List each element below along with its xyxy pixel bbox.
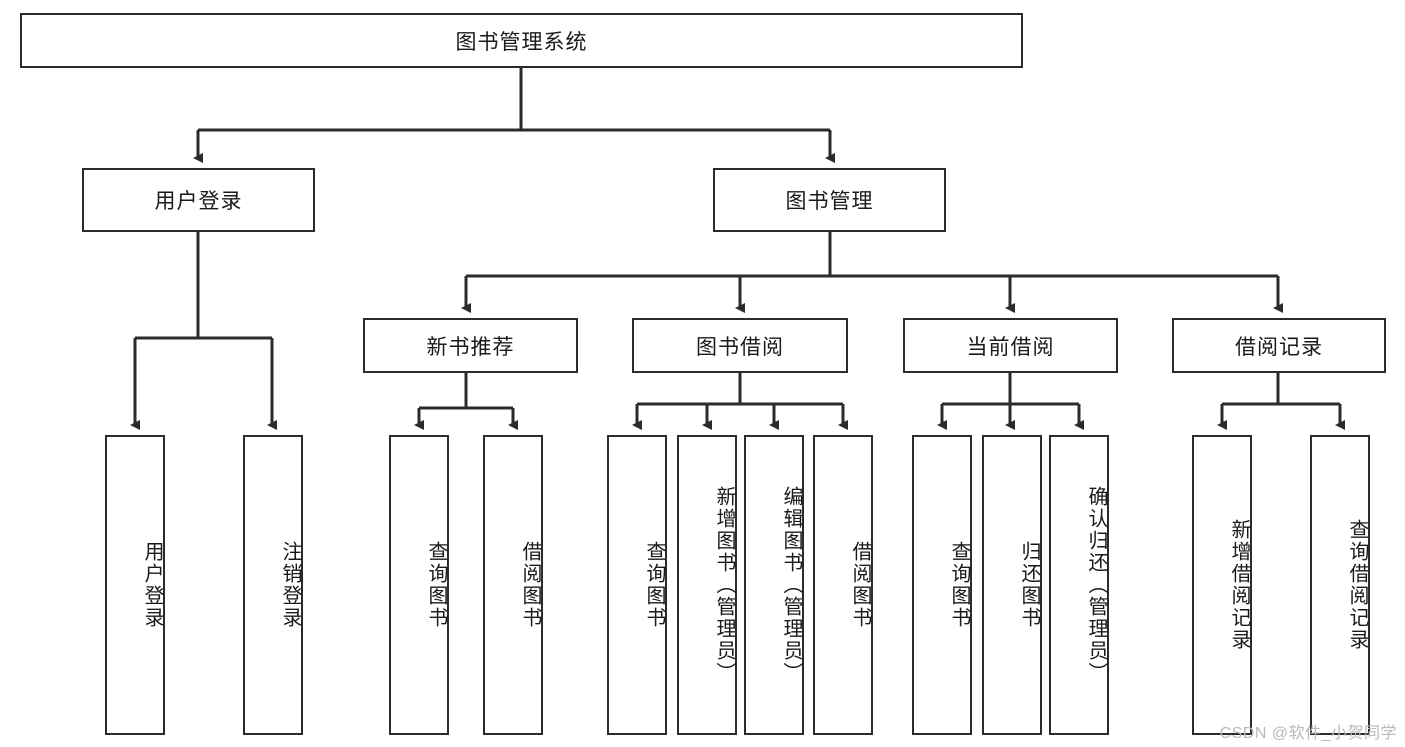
node-label: 归还图书 [1018,541,1040,629]
node-label: 借阅记录 [1235,335,1323,359]
node-label: 编辑图书（管理员） [780,486,802,684]
node-label: 确认归还（管理员） [1085,486,1107,684]
node-book-borrow[interactable]: 图书借阅 [632,318,848,373]
leaf-add-borrow-record[interactable]: 新增借阅记录 [1192,435,1252,735]
leaf-edit-book-admin[interactable]: 编辑图书（管理员） [744,435,804,735]
leaf-query-borrow-record[interactable]: 查询借阅记录 [1310,435,1370,735]
node-label: 查询图书 [643,541,665,629]
leaf-logout[interactable]: 注销登录 [243,435,303,735]
node-label: 新书推荐 [426,335,515,359]
node-label: 查询图书 [948,541,970,629]
node-label: 借阅图书 [849,541,871,629]
node-label: 查询借阅记录 [1346,519,1368,651]
leaf-query-book-recommend[interactable]: 查询图书 [389,435,449,735]
node-new-book-recommend[interactable]: 新书推荐 [363,318,578,373]
node-label: 图书管理 [785,190,874,213]
leaf-return-book[interactable]: 归还图书 [982,435,1042,735]
node-label: 用户登录 [154,190,243,213]
node-label: 图书管理系统 [455,30,588,54]
leaf-user-login[interactable]: 用户登录 [105,435,165,735]
node-label: 注销登录 [279,541,301,629]
leaf-borrow-book-recommend[interactable]: 借阅图书 [483,435,543,735]
leaf-borrow-book[interactable]: 借阅图书 [813,435,873,735]
leaf-add-book-admin[interactable]: 新增图书（管理员） [677,435,737,735]
node-book-management[interactable]: 图书管理 [713,168,946,232]
node-label: 查询图书 [425,541,447,629]
node-label: 借阅图书 [519,541,541,629]
node-label: 新增图书（管理员） [713,486,735,684]
node-label: 图书借阅 [696,335,784,359]
node-label: 用户登录 [141,541,163,629]
leaf-query-book-current[interactable]: 查询图书 [912,435,972,735]
node-borrow-record[interactable]: 借阅记录 [1172,318,1386,373]
node-label: 新增借阅记录 [1228,519,1250,651]
node-root-library-system[interactable]: 图书管理系统 [20,13,1023,68]
node-current-borrow[interactable]: 当前借阅 [903,318,1118,373]
node-label: 当前借阅 [966,335,1055,359]
csdn-watermark: CSDN @软件_小贺同学 [1219,725,1397,742]
leaf-confirm-return-admin[interactable]: 确认归还（管理员） [1049,435,1109,735]
leaf-query-book-borrow[interactable]: 查询图书 [607,435,667,735]
node-user-login[interactable]: 用户登录 [82,168,315,232]
